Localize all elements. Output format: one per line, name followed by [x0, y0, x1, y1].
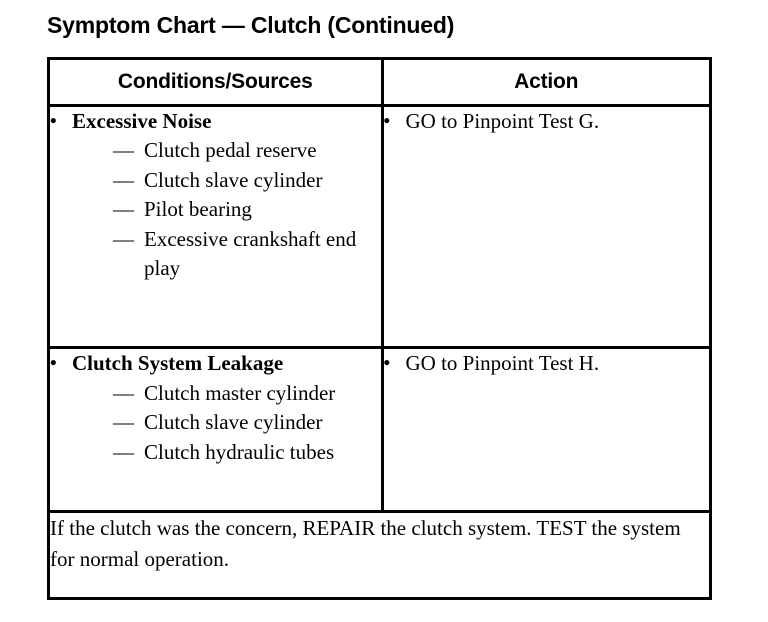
sub-item-label: Clutch pedal reserve: [144, 138, 317, 162]
em-dash-icon: —: [113, 380, 134, 405]
action-list: • GO to Pinpoint Test H.: [384, 349, 710, 379]
sub-item-label: Clutch hydraulic tubes: [144, 439, 335, 464]
conditions-cell: • Clutch System Leakage — Clutch master cy…: [50, 347, 384, 512]
table-row: • Clutch System Leakage — Clutch master cy…: [50, 347, 710, 512]
sub-item-label: Clutch master cylinder: [144, 380, 336, 405]
conditions-list: • Excessive Noise — Clutch pedal reserve —…: [50, 107, 381, 284]
action-item: • GO to Pinpoint Test G.: [384, 107, 710, 137]
list-item: — Pilot bearing: [113, 195, 381, 225]
action-list: • GO to Pinpoint Test G.: [384, 107, 710, 137]
table-row: • Excessive Noise — Clutch pedal reserve —…: [50, 105, 710, 350]
list-item: — Excessive crankshaft end play: [113, 225, 381, 284]
list-item: — Clutch slave cylinder: [113, 408, 381, 438]
chart-grid: Conditions/Sources Action • Excessive Noi…: [50, 60, 709, 597]
condition-heading-label: Excessive Noise: [72, 108, 212, 133]
action-label: GO to Pinpoint Test H.: [405, 351, 600, 376]
conditions-list: • Clutch System Leakage — Clutch master cy…: [50, 349, 381, 467]
list-item: — Clutch pedal reserve: [113, 136, 381, 166]
em-dash-icon: —: [113, 197, 134, 221]
sub-item-label: Clutch slave cylinder: [144, 410, 323, 435]
condition-heading-item: • Clutch System Leakage — Clutch master cy…: [50, 349, 381, 467]
em-dash-icon: —: [113, 410, 134, 435]
condition-sub-list: — Clutch master cylinder — Clutch slave cy…: [72, 379, 381, 468]
condition-heading-label: Clutch System Leakage: [72, 351, 284, 376]
sub-item-label: Excessive crankshaft end play: [144, 226, 357, 281]
bullet-icon: •: [383, 353, 391, 375]
em-dash-icon: —: [113, 226, 134, 251]
bullet-icon: •: [50, 110, 57, 132]
table-header-row: Conditions/Sources Action: [50, 60, 709, 107]
condition-heading-item: • Excessive Noise — Clutch pedal reserve —…: [50, 107, 381, 284]
column-header-action: Action: [382, 60, 709, 107]
action-cell: • GO to Pinpoint Test G.: [382, 105, 710, 350]
bullet-icon: •: [50, 353, 57, 375]
symptom-chart-table: Conditions/Sources Action • Excessive Noi…: [47, 57, 712, 600]
action-cell: • GO to Pinpoint Test H.: [382, 347, 710, 512]
action-label: GO to Pinpoint Test G.: [405, 108, 600, 133]
list-item: — Clutch master cylinder: [113, 379, 381, 409]
condition-sub-list: — Clutch pedal reserve — Clutch slave cyli…: [72, 136, 381, 284]
page-title: Symptom Chart — Clutch (Continued): [47, 12, 455, 38]
em-dash-icon: —: [113, 138, 134, 162]
conditions-cell: • Excessive Noise — Clutch pedal reserve —…: [50, 105, 384, 350]
footer-note-text: If the clutch was the concern, REPAIR th…: [50, 515, 681, 571]
action-item: • GO to Pinpoint Test H.: [384, 349, 710, 379]
footer-note-cell: If the clutch was the concern, REPAIR th…: [50, 509, 709, 597]
column-header-conditions: Conditions/Sources: [50, 60, 384, 107]
sub-item-label: Clutch slave cylinder: [144, 167, 323, 192]
table-footer-row: If the clutch was the concern, REPAIR th…: [50, 509, 709, 597]
bullet-icon: •: [383, 110, 391, 132]
list-item: — Clutch slave cylinder: [113, 166, 381, 196]
list-item: — Clutch hydraulic tubes: [113, 438, 381, 468]
em-dash-icon: —: [113, 439, 134, 464]
sub-item-label: Pilot bearing: [144, 197, 252, 221]
em-dash-icon: —: [113, 167, 134, 192]
